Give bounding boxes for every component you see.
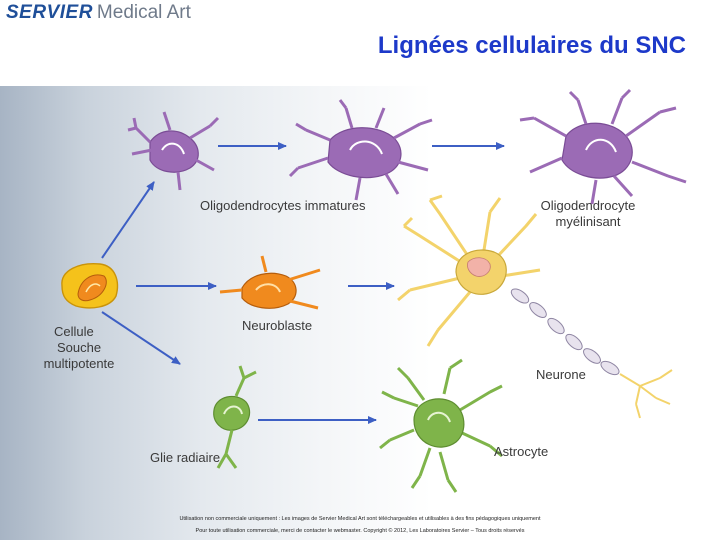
- neuroblast: [220, 256, 320, 308]
- label-radial-glia: Glie radiaire: [150, 450, 220, 466]
- label-neuron: Neurone: [536, 367, 586, 383]
- label-neuroblast: Neuroblaste: [242, 318, 312, 334]
- label-myelinating-line1: Oligodendrocyte: [532, 198, 644, 214]
- stem-cell: [62, 264, 118, 308]
- label-stem-line2: Souche: [36, 340, 122, 356]
- footer-line1: Utilisation non commerciale uniquement :…: [0, 516, 720, 522]
- myelinating-oligodendrocyte: [520, 90, 686, 204]
- label-immature-oligodendrocytes: Oligodendrocytes immatures: [200, 198, 365, 214]
- astrocyte: [380, 360, 502, 492]
- immature-oligodendrocyte-large: [290, 100, 432, 200]
- label-myelinating-line2: myélinisant: [532, 214, 644, 230]
- label-stem-line1: Cellule: [36, 324, 122, 340]
- label-astrocyte: Astrocyte: [494, 444, 548, 460]
- footer-line2: Pour toute utilisation commerciale, merc…: [0, 528, 720, 534]
- arrow-stem-to-immature: [102, 182, 154, 258]
- neuron-axon: [509, 286, 621, 377]
- immature-oligodendrocyte-small: [128, 112, 218, 190]
- label-myelinating-oligodendrocyte: Oligodendrocyte myélinisant: [532, 198, 644, 230]
- label-stem-line3: multipotente: [36, 356, 122, 372]
- label-stem-cell: Cellule Souche multipotente: [36, 324, 122, 372]
